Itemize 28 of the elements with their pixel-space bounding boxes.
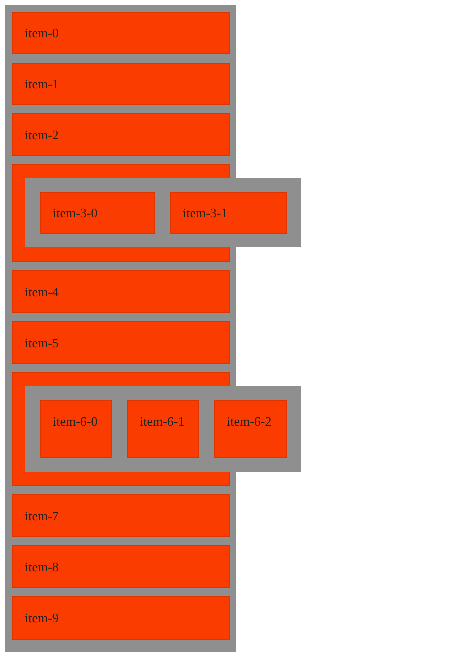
grid-item [127,400,199,458]
grid-item [12,12,230,54]
grid-item [12,596,230,640]
item-label: item-2 [25,126,59,143]
grid-item [12,545,230,588]
grid-item [12,494,230,537]
grid-item [12,63,230,105]
item-label: item-5 [25,334,59,351]
item-label: item-1 [25,76,59,92]
grid-item [12,321,230,364]
item-label: item-8 [25,558,59,575]
grid-item [12,113,230,156]
item-label: item-0 [25,24,59,42]
item-label: item-4 [25,283,59,300]
item-label: item-3-0 [53,204,98,222]
item-label: item-6-1 [140,413,186,430]
item-label: item-3-1 [183,204,228,222]
item-label: item-6-2 [227,413,273,430]
nested-container [25,386,301,472]
item-label: item-6-0 [53,413,99,430]
grid-item [12,270,230,313]
grid-item [40,400,112,458]
grid-item [40,192,155,234]
grid-item [170,192,287,234]
item-label: item-7 [25,507,59,524]
nested-container [25,178,301,247]
item-label: item-9 [25,610,59,626]
grid-item [214,400,287,458]
